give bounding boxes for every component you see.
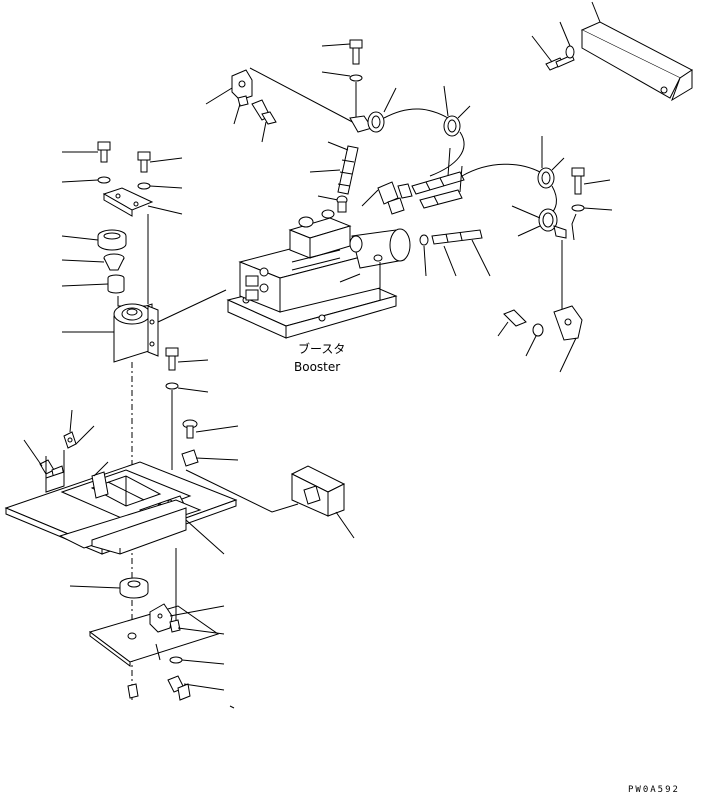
center-fitting xyxy=(361,181,413,215)
lower-right-bracket xyxy=(553,305,583,373)
right-bolt xyxy=(571,167,611,195)
bottom-small-parts xyxy=(169,619,225,665)
floor-sub-plate xyxy=(58,499,225,555)
top-center-bolt xyxy=(321,39,363,65)
top-small-bracket xyxy=(205,69,253,125)
right-hose-clamp xyxy=(537,136,565,189)
upper-hose-fitting xyxy=(336,195,348,213)
mid-screw xyxy=(182,419,239,439)
booster-assembly xyxy=(226,209,411,339)
left-bolt-1 xyxy=(62,141,111,163)
lower-right-bolt xyxy=(497,309,527,337)
top-small-bolt xyxy=(251,99,277,143)
drawing-code: PW0A592 xyxy=(628,785,680,795)
upper-hose-pipe xyxy=(309,141,359,201)
bottom-wing-nut xyxy=(167,675,225,701)
lower-right-washer xyxy=(525,323,544,357)
hose-clamp-top xyxy=(443,85,471,137)
right-washer xyxy=(571,204,613,212)
left-top-plate xyxy=(102,187,183,217)
mid-clip xyxy=(181,449,239,467)
left-cone xyxy=(61,253,125,271)
mid-washer xyxy=(165,382,209,393)
bottom-plate xyxy=(88,603,225,667)
top-center-washer xyxy=(321,71,363,82)
booster-label-jp: ブースタ xyxy=(298,341,345,356)
right-block xyxy=(290,465,355,539)
mid-bolt xyxy=(165,347,209,371)
right-clamp-assembly xyxy=(511,205,567,239)
cable-end-connector xyxy=(127,683,139,699)
left-switch-body xyxy=(62,303,159,363)
left-washer-1 xyxy=(61,176,111,184)
left-washer-2 xyxy=(137,182,183,190)
top-right-bolt xyxy=(531,21,575,71)
left-bushing xyxy=(61,274,125,294)
booster-hose-pipe xyxy=(431,229,491,277)
left-small-clip xyxy=(63,409,95,449)
top-right-bracket xyxy=(580,1,693,102)
hose-pipe-1 xyxy=(411,147,465,195)
bottom-grommet xyxy=(69,577,149,599)
booster-hose-fitting xyxy=(419,234,429,277)
top-center-clamp xyxy=(349,87,397,133)
left-knob xyxy=(61,229,127,251)
booster-label-en: Booster xyxy=(294,360,340,374)
left-bolt-2 xyxy=(137,151,183,173)
hose-pipe-2 xyxy=(419,165,463,209)
